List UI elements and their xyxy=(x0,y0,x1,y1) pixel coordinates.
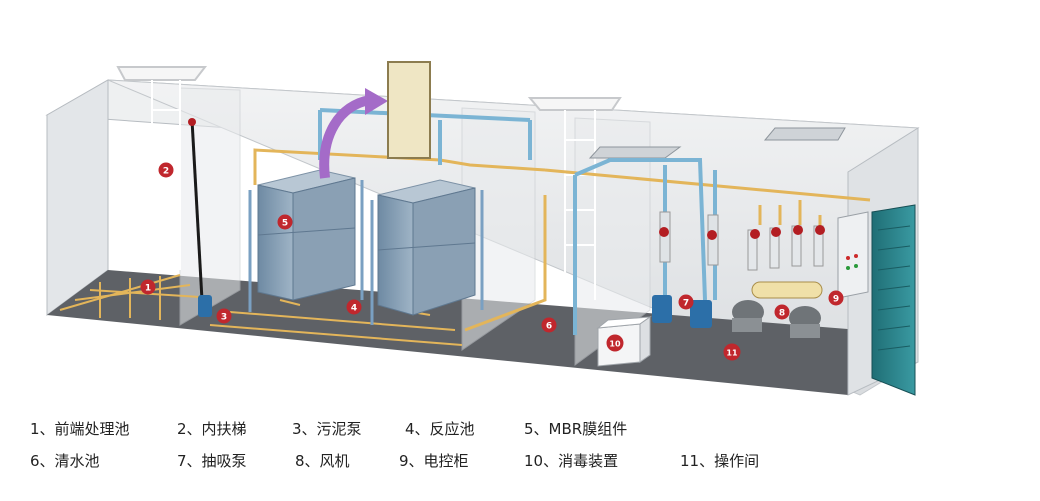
extracted-membrane-panel xyxy=(387,61,431,159)
legend-item-1: 1、前端处理池 xyxy=(30,420,130,438)
operation-room-door xyxy=(871,204,916,396)
marker-9-label: 9 xyxy=(833,295,839,305)
marker-8-label: 8 xyxy=(779,309,785,319)
marker-8: 8 xyxy=(774,304,790,320)
legend-item-2: 2、内扶梯 xyxy=(177,420,247,438)
marker-6-label: 6 xyxy=(546,322,552,332)
suction-pumps xyxy=(652,211,719,328)
marker-3: 3 xyxy=(216,308,232,324)
marker-7: 7 xyxy=(678,294,694,310)
legend-item-3: 3、污泥泵 xyxy=(292,420,362,438)
legend-item-9: 9、电控柜 xyxy=(399,452,469,470)
marker-2: 2 xyxy=(158,162,174,178)
marker-10: 10 xyxy=(606,334,624,352)
marker-3-label: 3 xyxy=(221,313,227,323)
marker-4: 4 xyxy=(346,299,362,315)
legend-item-6: 6、清水池 xyxy=(30,452,100,470)
blowers xyxy=(732,225,825,338)
marker-11-label: 11 xyxy=(726,349,738,358)
extraction-arrow xyxy=(319,88,388,179)
marker-2-label: 2 xyxy=(163,167,169,177)
container-diagram: 1 2 3 4 5 6 7 8 9 10 11 xyxy=(45,61,920,396)
marker-4-label: 4 xyxy=(351,304,357,314)
mbr-module-1 xyxy=(248,169,364,312)
disinfection-unit xyxy=(596,316,652,367)
marker-6: 6 xyxy=(541,317,557,333)
marker-11: 11 xyxy=(723,343,741,361)
marker-7-label: 7 xyxy=(683,299,689,309)
sludge-pump-pipe xyxy=(188,118,212,317)
legend-item-10: 10、消毒装置 xyxy=(524,452,619,470)
roof-vent-grille xyxy=(588,127,846,159)
marker-10-label: 10 xyxy=(609,340,621,349)
control-cabinet xyxy=(837,211,869,299)
ladder-left xyxy=(116,66,208,270)
legend-item-5: 5、MBR膜组件 xyxy=(524,420,628,438)
legend-item-11: 11、操作间 xyxy=(680,452,760,470)
legend-item-4: 4、反应池 xyxy=(405,420,475,438)
mbr-module-2 xyxy=(370,179,484,325)
marker-5-label: 5 xyxy=(282,219,288,229)
aeration-pipes-tank-4 xyxy=(209,299,463,346)
legend-item-8: 8、风机 xyxy=(295,452,350,470)
marker-9: 9 xyxy=(828,290,844,306)
legend-item-7: 7、抽吸泵 xyxy=(177,452,247,470)
marker-1-label: 1 xyxy=(145,284,151,294)
marker-1: 1 xyxy=(140,279,156,295)
marker-5: 5 xyxy=(277,214,293,230)
legend: 1、前端处理池 2、内扶梯 3、污泥泵 4、反应池 5、MBR膜组件 6、清水池… xyxy=(0,410,1040,501)
